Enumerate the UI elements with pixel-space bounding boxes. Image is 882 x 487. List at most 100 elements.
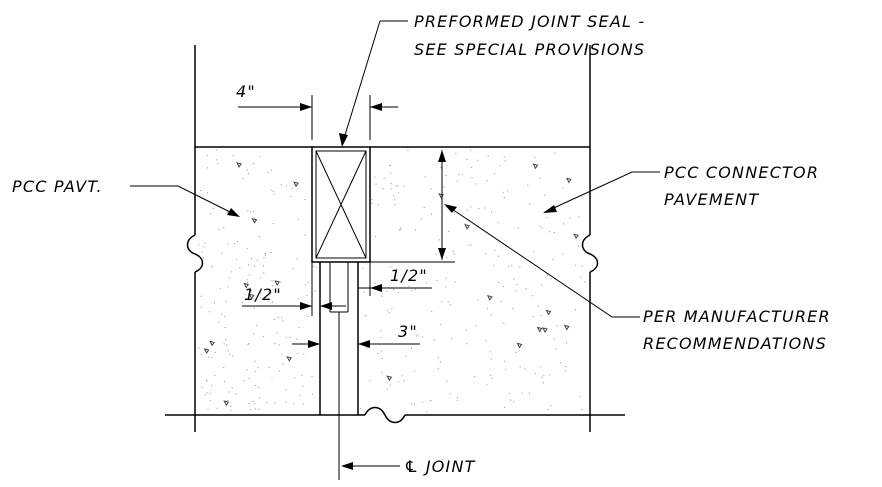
stipple-dot — [380, 351, 383, 353]
stipple-dot — [271, 377, 273, 379]
stipple-dot — [503, 322, 505, 324]
stipple-dot — [390, 188, 392, 190]
arrowhead — [358, 340, 370, 348]
stipple-dot — [519, 366, 521, 368]
stipple-dot — [227, 400, 229, 402]
stipple-dot — [299, 395, 301, 397]
stipple-dot — [515, 290, 517, 292]
stipple-dot — [490, 374, 492, 377]
stipple-dot — [380, 337, 382, 339]
aggregate-mark — [532, 163, 539, 170]
stipple-dot — [221, 252, 223, 254]
arrowhead — [300, 103, 312, 111]
stipple-dot — [260, 277, 262, 279]
stipple-dot — [371, 199, 373, 201]
stipple-dot — [578, 216, 580, 218]
stipple-dot — [294, 377, 296, 379]
stipple-dot — [206, 380, 208, 382]
dim-half-inch-right: 1/2" — [358, 262, 432, 296]
stipple-dot — [380, 330, 382, 332]
aggregate-mark — [274, 280, 281, 286]
stipple-dot — [393, 199, 395, 201]
stipple-dot — [475, 325, 477, 327]
stipple-dot — [214, 351, 216, 354]
stipple-dot — [200, 189, 202, 192]
stipple-dot — [273, 318, 275, 321]
stipple-dot — [437, 357, 439, 359]
aggregate-mark — [251, 217, 258, 224]
stipple-dot — [486, 384, 488, 386]
stipple-dot — [263, 257, 265, 259]
mfr-label-1: PER MANUFACTURER — [643, 307, 831, 326]
stipple-dot — [198, 347, 200, 349]
stipple-dot — [539, 177, 541, 179]
stipple-dot — [215, 149, 217, 151]
stipple-dot — [569, 217, 571, 219]
stipple-dot — [445, 277, 447, 279]
stipple-dot — [519, 266, 521, 268]
stipple-dot — [253, 211, 255, 213]
stipple-dot — [435, 253, 437, 255]
stipple-dot — [281, 354, 283, 356]
stipple-dot — [555, 348, 557, 350]
stipple-dot — [276, 332, 278, 334]
stipple-dot — [374, 176, 376, 178]
stipple-dot — [474, 375, 476, 378]
stipple-dot — [403, 185, 405, 187]
stipple-dot — [206, 392, 208, 394]
stipple-dot — [484, 253, 487, 255]
aggregate-mark — [236, 162, 242, 168]
connector-leader — [544, 171, 660, 213]
stipple-dot — [249, 274, 251, 276]
stipple-dot — [533, 251, 535, 253]
stipple-dot — [487, 155, 489, 157]
stipple-dot — [214, 374, 216, 377]
stipple-dot — [578, 245, 580, 247]
stipple-dot — [223, 367, 225, 369]
stipple-dot — [204, 242, 206, 244]
stipple-dot — [470, 149, 472, 151]
stipple-dot — [537, 305, 540, 307]
stipple-dot — [279, 370, 281, 372]
stipple-dot — [486, 307, 489, 309]
stipple-dot — [208, 311, 211, 313]
stipple-dot — [446, 256, 448, 259]
stipple-dot — [504, 406, 506, 408]
stipple-dot — [408, 285, 410, 287]
stipple-dot — [278, 344, 280, 346]
stipple-dot — [449, 392, 451, 395]
stipple-dot — [559, 362, 562, 364]
stipple-dot — [311, 375, 313, 377]
stipple-dot — [490, 358, 493, 360]
stipple-dot — [297, 218, 299, 220]
stipple-dot — [550, 278, 552, 280]
stipple-dot — [503, 285, 505, 288]
stipple-dot — [208, 356, 210, 358]
stipple-dot — [477, 299, 479, 301]
stipple-dot — [210, 265, 213, 267]
stipple-dot — [381, 358, 383, 360]
stipple-dot — [458, 174, 460, 176]
stipple-dot — [259, 291, 261, 294]
stipple-dot — [206, 154, 208, 157]
stipple-dot — [441, 301, 443, 303]
stipple-dot — [540, 314, 542, 316]
stipple-dot — [544, 194, 546, 196]
stipple-dot — [366, 347, 368, 349]
stipple-dot — [375, 183, 377, 185]
stipple-dot — [273, 193, 275, 195]
stipple-dot — [393, 289, 395, 291]
aggregate-mark — [286, 356, 293, 362]
stipple-dot — [446, 380, 448, 382]
stipple-dot — [297, 352, 299, 354]
stipple-dot — [448, 230, 450, 232]
stipple-dot — [390, 183, 392, 185]
seal-callout: PREFORMED JOINT SEAL - SEE SPECIAL PROVI… — [339, 12, 644, 147]
stipple-dot — [449, 304, 451, 306]
seal-cross-b — [315, 150, 367, 259]
stipple-dot — [410, 347, 413, 349]
arrowhead — [300, 302, 312, 310]
stipple-dot — [253, 403, 255, 405]
stipple-dot — [510, 399, 512, 401]
stipple-dot — [292, 268, 294, 270]
